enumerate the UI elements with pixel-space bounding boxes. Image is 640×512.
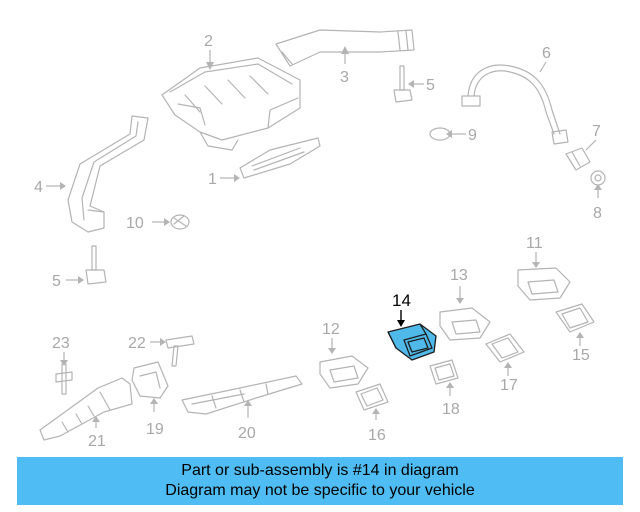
callout-label: 13 [450,267,468,284]
part-6-hose [461,64,569,145]
callout-label: 17 [500,377,518,394]
callout-label: 21 [88,433,106,450]
part-14-vent-highlighted [387,323,437,361]
callout-label: 8 [593,205,602,222]
callout-12: 12 [322,321,340,354]
part-15-bezel [555,303,595,333]
callout-label: 18 [442,401,460,418]
callout-label: 10 [126,215,144,232]
part-16-bezel [355,383,389,411]
part-11-vent [517,267,571,301]
callout-label: 22 [128,335,146,352]
callout-18: 18 [442,382,460,418]
callout-label: 23 [52,335,70,352]
part-19-bracket [131,361,169,399]
part-4-side-duct [67,115,149,233]
part-17-bezel [485,333,525,363]
callout-label: 7 [592,123,601,140]
part-20-floor-duct [181,375,303,415]
part-1-vent [239,137,321,179]
callout-label: 19 [146,421,164,438]
part-22-clip [165,335,195,367]
callout-label: 2 [204,33,213,50]
part-12-vent [319,355,369,389]
banner-line-1: Part or sub-assembly is #14 in diagram [181,462,459,479]
part-13-vent [439,307,491,341]
callout-label: 3 [340,69,349,86]
part-7-connector [565,147,591,171]
callout-11: 11 [526,235,543,268]
callout-6: 6 [539,45,551,73]
callout-20: 20 [238,400,256,442]
callout-5-lower: 5 [52,273,84,290]
part-2-duct-assembly [161,57,301,151]
callout-15: 15 [572,332,590,364]
callout-2: 2 [204,33,214,70]
callout-7: 7 [585,123,601,151]
info-banner: Part or sub-assembly is #14 in diagram D… [17,457,623,505]
callout-3: 3 [340,46,349,86]
callout-1: 1 [208,171,240,188]
part-3-upper-duct [275,29,415,67]
callout-label: 12 [322,321,340,338]
part-18-bezel [429,359,459,385]
part-23-clip [55,363,73,395]
callout-label: 11 [526,235,543,252]
callout-label: 20 [238,425,256,442]
callout-9: 9 [446,127,477,144]
callout-label: 5 [426,77,435,94]
part-21-long-duct [39,377,133,441]
parts-diagram: 2 3 5 6 7 [34,29,606,450]
callout-label: 6 [542,45,551,62]
callout-4: 4 [34,179,66,196]
callout-13: 13 [450,267,468,304]
callout-label: 9 [468,127,477,144]
part-5-pin-upper [393,65,413,103]
callout-label: 5 [52,273,61,290]
callout-label: 14 [392,291,411,310]
callout-label: 1 [208,171,217,188]
callout-19: 19 [146,398,164,438]
part-5-pin-lower [85,245,107,285]
part-8-grommet [590,170,606,186]
callout-label: 15 [572,347,590,364]
callout-23: 23 [52,335,70,366]
callout-14: 14 [392,291,411,327]
callout-21: 21 [88,416,106,450]
callout-16: 16 [368,408,386,444]
callout-17: 17 [500,362,518,394]
callout-5-upper: 5 [408,77,435,94]
part-10-clip [170,214,190,230]
callout-label: 16 [368,427,386,444]
banner-line-2: Diagram may not be specific to your vehi… [165,482,475,499]
callout-22: 22 [128,335,166,352]
callout-label: 4 [34,179,43,196]
callout-8: 8 [593,184,602,222]
callout-10: 10 [126,215,170,232]
